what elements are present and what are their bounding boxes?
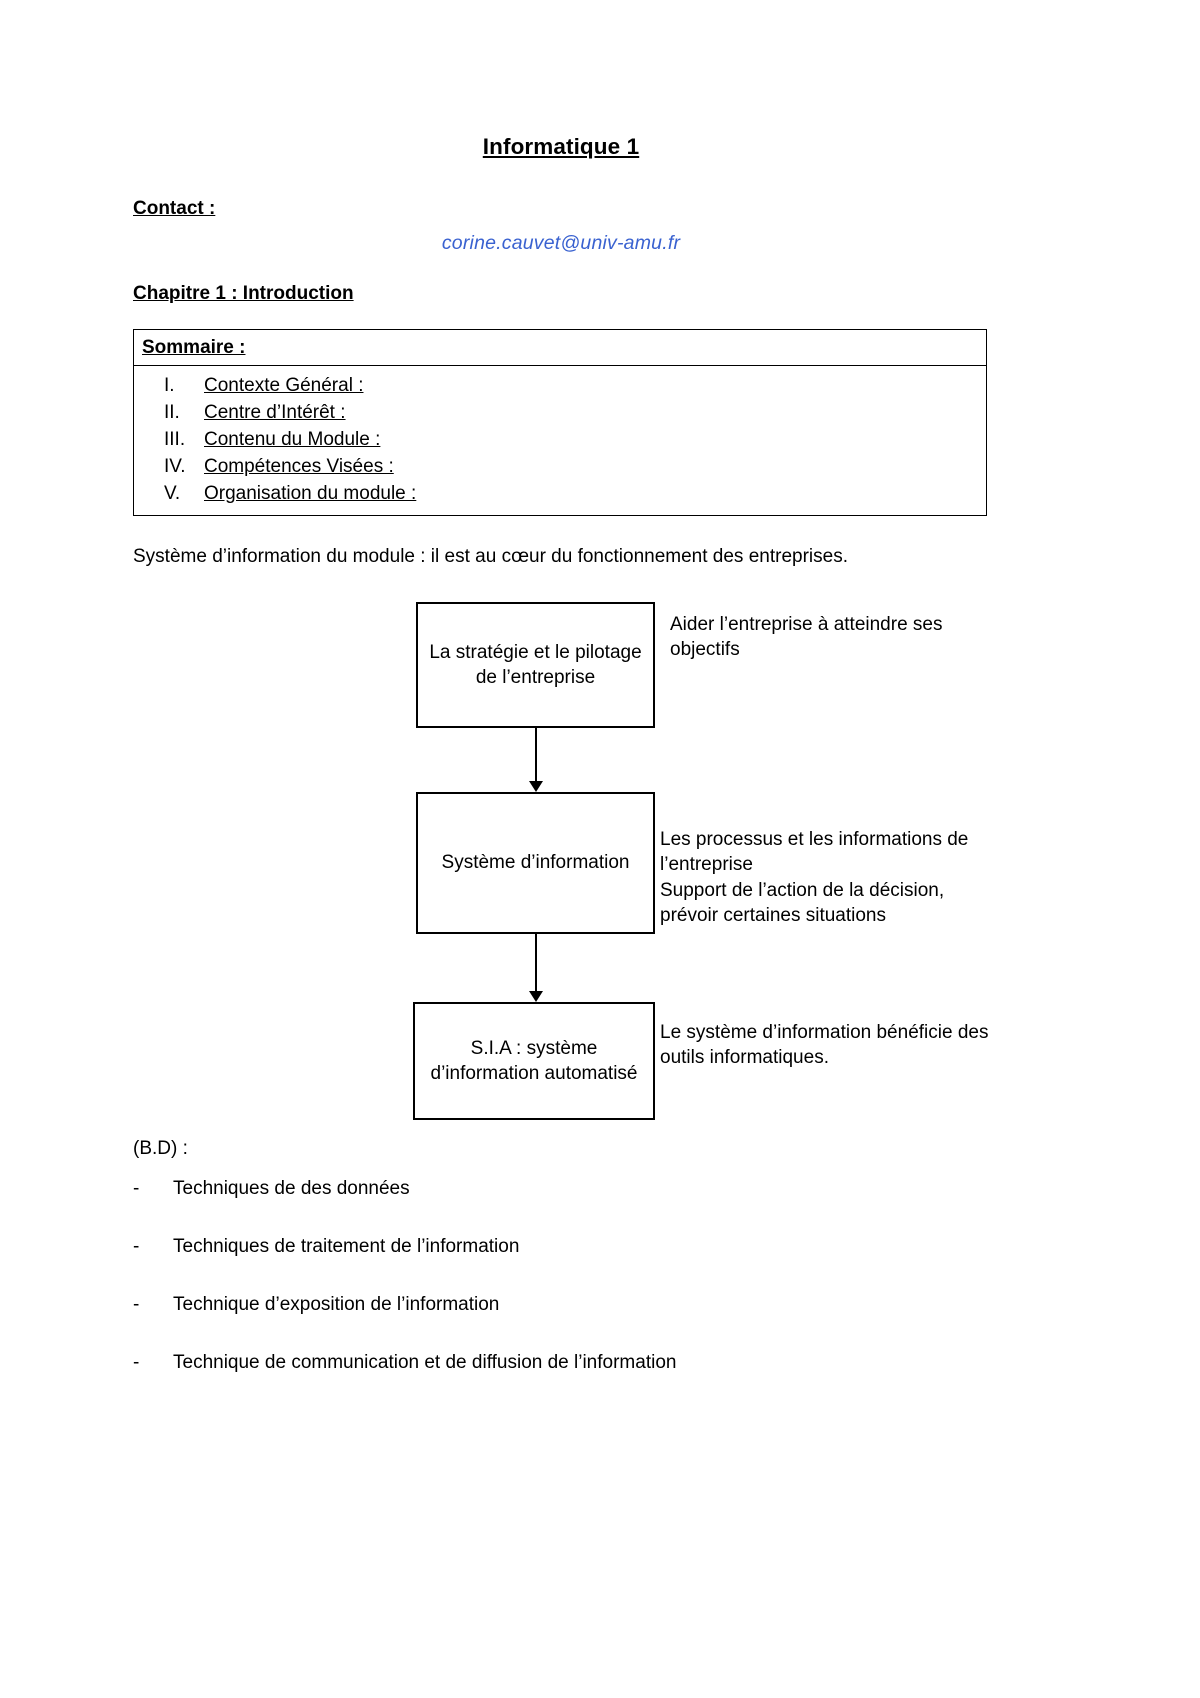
list-item: - Techniques de traitement de l’informat… bbox=[133, 1236, 989, 1258]
contact-label: Contact : bbox=[133, 198, 216, 219]
diagram-caption-systeme-information: Les processus et les informations de l’e… bbox=[660, 829, 969, 927]
list-item: II. Centre d’Intérêt : bbox=[134, 399, 986, 426]
chapter-heading: Chapitre 1 : Introduction bbox=[133, 283, 354, 304]
list-item: V. Organisation du module : bbox=[134, 480, 986, 507]
diagram-node-strategy: La stratégie et le pilotage de l’entrepr… bbox=[416, 602, 655, 728]
list-item: I. Contexte Général : bbox=[134, 372, 986, 399]
bullet-dash-icon: - bbox=[133, 1236, 140, 1257]
bullet-dash-icon: - bbox=[133, 1178, 140, 1199]
bd-label: (B.D) : bbox=[133, 1138, 188, 1159]
sommaire-item-number: V. bbox=[164, 482, 181, 504]
diagram-node-sia: S.I.A : système d’information automatisé bbox=[413, 1002, 655, 1120]
bd-item-label: Technique de communication et de diffusi… bbox=[173, 1352, 677, 1373]
bd-item-label: Techniques de traitement de l’informatio… bbox=[173, 1236, 520, 1257]
arrow-down-icon bbox=[529, 728, 543, 792]
sommaire-item-label: Contenu du Module : bbox=[204, 428, 381, 450]
page-title: Informatique 1 bbox=[482, 134, 640, 159]
list-item: - Techniques de des données bbox=[133, 1178, 989, 1200]
contact-email-row: corine.cauvet@univ-amu.fr bbox=[133, 232, 989, 255]
sommaire-item-label: Centre d’Intérêt : bbox=[204, 401, 346, 423]
list-item: - Technique d’exposition de l’informatio… bbox=[133, 1294, 989, 1316]
arrow-down-icon bbox=[529, 934, 543, 1002]
sommaire-item-number: III. bbox=[164, 428, 186, 450]
sommaire-item-label: Organisation du module : bbox=[204, 482, 417, 504]
diagram-caption-sia: Le système d’information bénéficie des o… bbox=[660, 1022, 989, 1069]
bullet-dash-icon: - bbox=[133, 1294, 140, 1315]
bd-item-label: Technique d’exposition de l’information bbox=[173, 1294, 500, 1315]
contact-block: Contact : corine.cauvet@univ-amu.fr bbox=[133, 160, 989, 255]
list-item: III. Contenu du Module : bbox=[134, 426, 986, 453]
sommaire-header: Sommaire : bbox=[134, 330, 986, 366]
sommaire-list: I. Contexte Général : II. Centre d’Intér… bbox=[134, 366, 986, 515]
diagram-node-systeme-information: Système d’information bbox=[416, 792, 655, 934]
list-item: IV. Compétences Visées : bbox=[134, 453, 986, 480]
sommaire-label: Sommaire : bbox=[142, 337, 246, 358]
intro-sentence: Système d’information du module : il est… bbox=[133, 546, 848, 567]
sommaire-item-label: Compétences Visées : bbox=[204, 455, 394, 477]
bd-list: - Techniques de des données - Techniques… bbox=[133, 1178, 989, 1374]
sommaire-item-number: I. bbox=[164, 374, 175, 396]
contact-email-link[interactable]: corine.cauvet@univ-amu.fr bbox=[441, 232, 681, 254]
document-content: Informatique 1 Contact : corine.cauvet@u… bbox=[133, 0, 989, 1410]
list-item: - Technique de communication et de diffu… bbox=[133, 1352, 989, 1374]
sommaire-box: Sommaire : I. Contexte Général : II. Cen… bbox=[133, 329, 987, 516]
sommaire-item-number: II. bbox=[164, 401, 180, 423]
sommaire-item-number: IV. bbox=[164, 455, 186, 477]
bd-item-label: Techniques de des données bbox=[173, 1178, 410, 1199]
diagram-caption-strategy: Aider l’entreprise à atteindre ses objec… bbox=[670, 614, 943, 661]
bullet-dash-icon: - bbox=[133, 1352, 140, 1373]
sommaire-item-label: Contexte Général : bbox=[204, 374, 364, 396]
system-information-diagram: La stratégie et le pilotage de l’entrepr… bbox=[133, 590, 989, 1130]
